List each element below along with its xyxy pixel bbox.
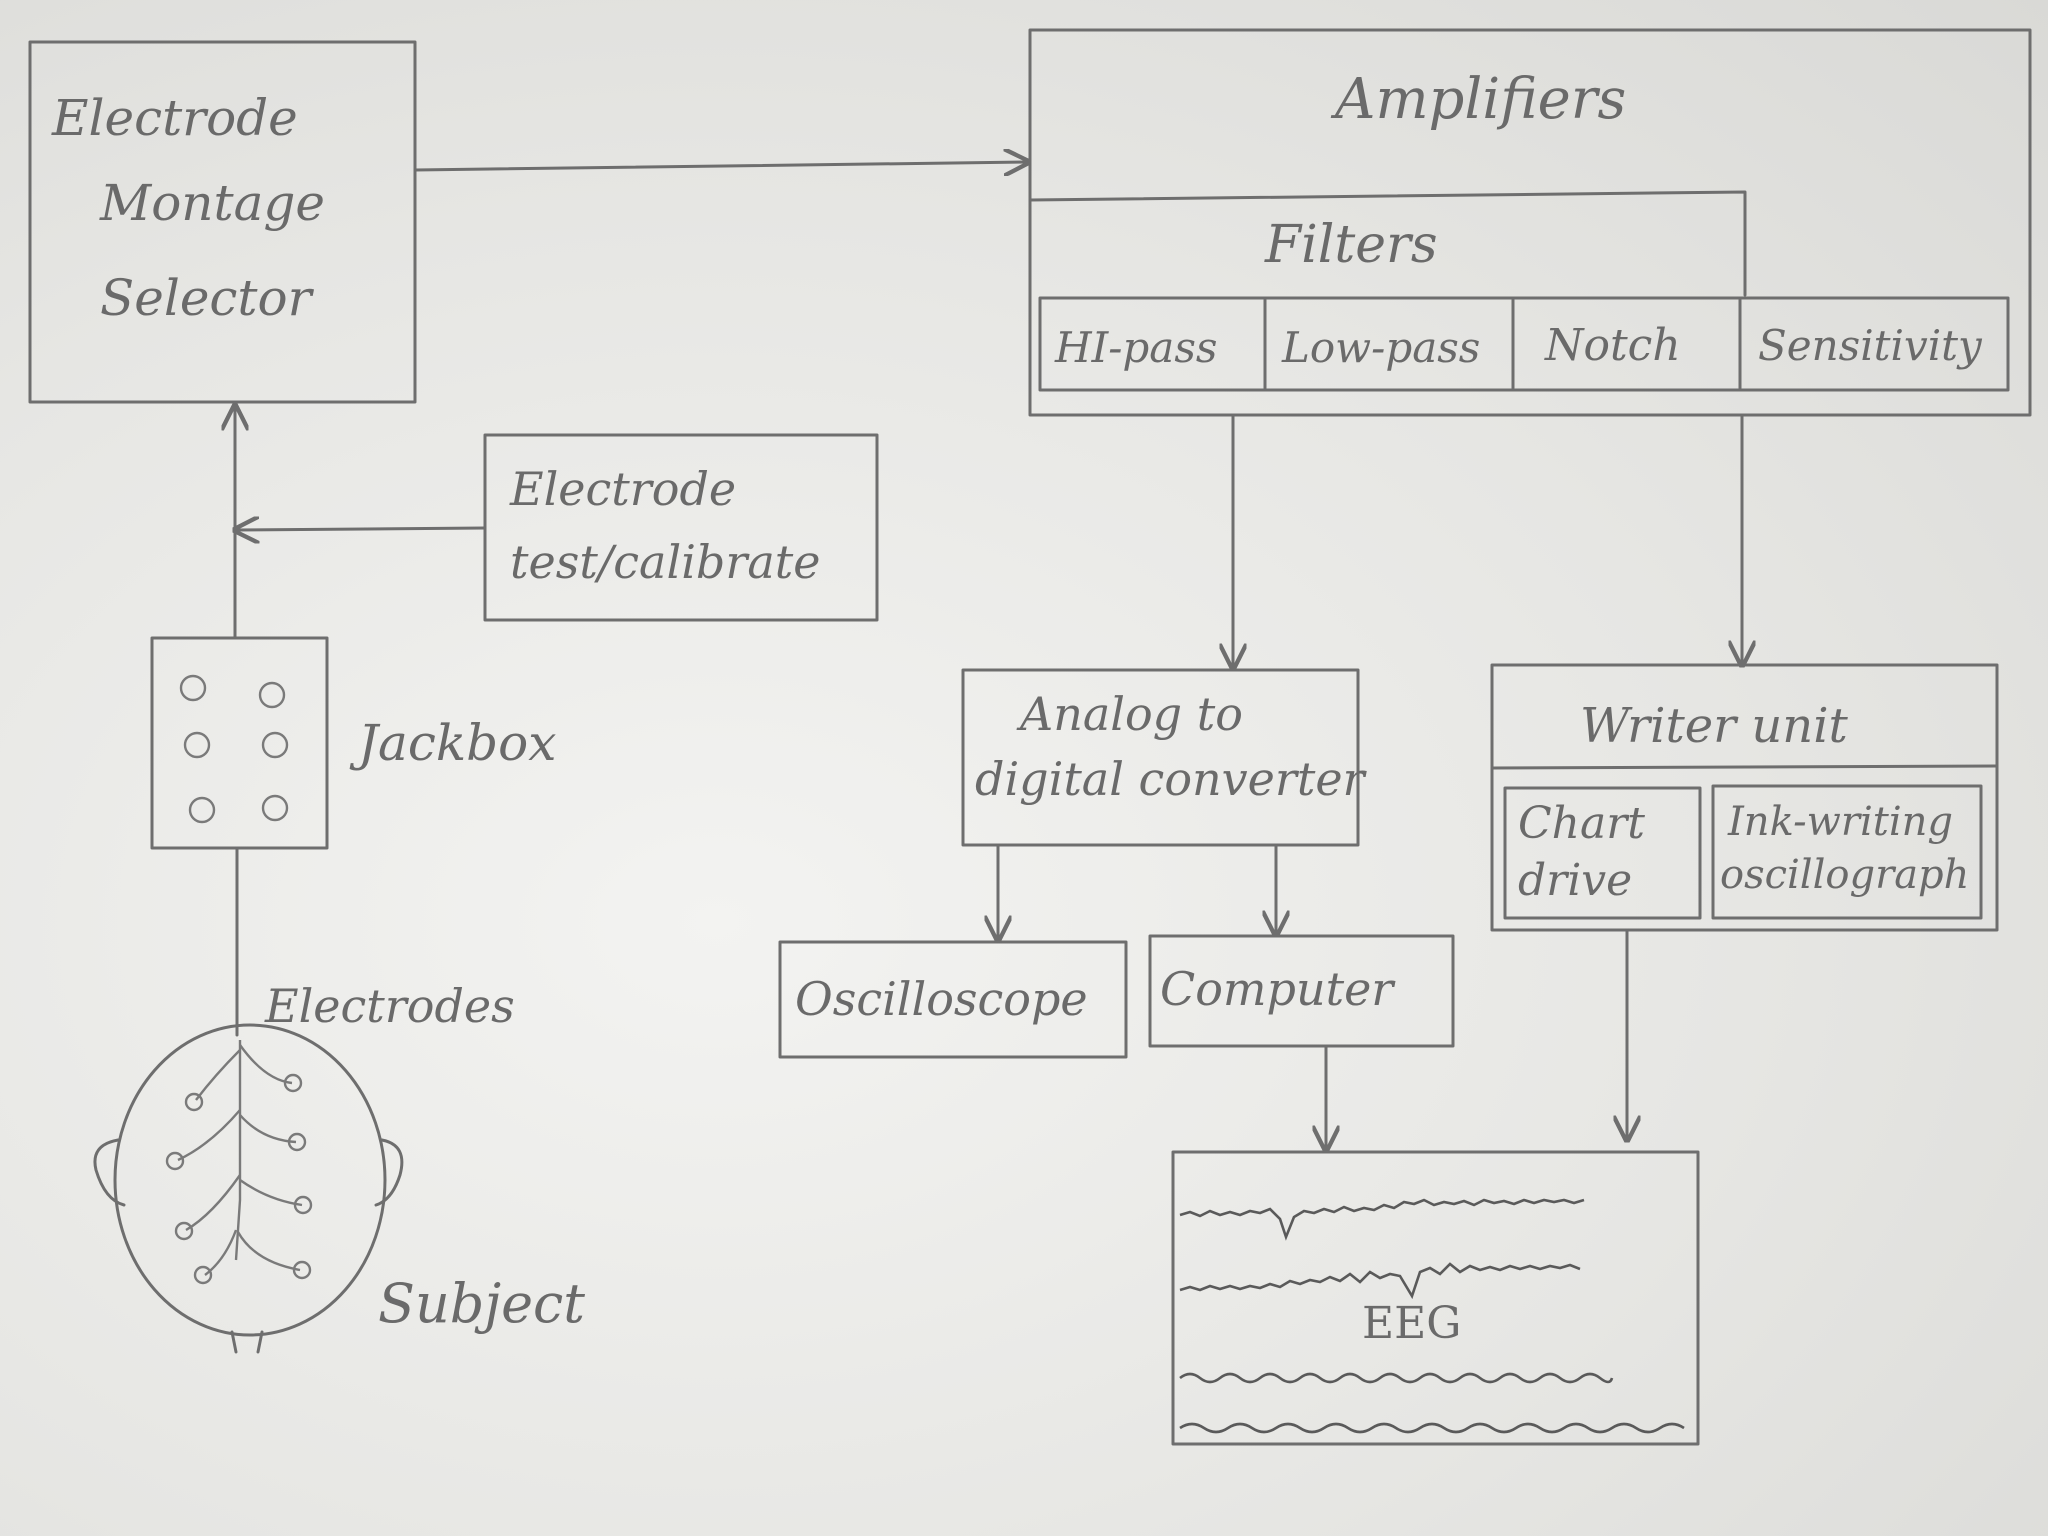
filters-label: Filters xyxy=(1264,215,1438,275)
test-label-line1: Electrode xyxy=(509,462,736,516)
electrode-montage-selector-box: Electrode Montage Selector xyxy=(28,40,417,404)
subject-head-icon xyxy=(93,1023,404,1354)
ink-writing-line1: Ink-writing xyxy=(1727,799,1953,845)
eeg-trace-3 xyxy=(1179,1372,1614,1384)
arrow-test-to-line xyxy=(235,528,487,530)
chart-drive-line2: drive xyxy=(1518,855,1632,906)
eeg-label: EEG xyxy=(1362,1298,1461,1349)
notch-label: Notch xyxy=(1544,320,1681,371)
jackbox-label: Jackbox xyxy=(349,714,556,772)
electrode-test-calibrate-box: Electrode test/calibrate xyxy=(483,433,879,622)
computer-label: Computer xyxy=(1160,962,1396,1016)
amplifiers-label: Amplifiers xyxy=(1330,67,1626,132)
adc-box: Analog to digital converter xyxy=(961,668,1368,847)
arrow-montage-to-amplifiers xyxy=(413,162,1028,170)
adc-label-line2: digital converter xyxy=(975,752,1368,806)
subject-label: Subject xyxy=(378,1272,585,1335)
amplifiers-box: Amplifiers xyxy=(1028,28,2032,417)
eeg-trace-4 xyxy=(1179,1422,1685,1434)
eeg-trace-2 xyxy=(1179,1262,1581,1300)
ink-writing-line2: oscillograph xyxy=(1720,852,1969,898)
computer-box: Computer xyxy=(1148,934,1455,1048)
electrodes-label: Electrodes xyxy=(264,979,515,1033)
sensitivity-label: Sensitivity xyxy=(1758,321,1983,370)
oscilloscope-label: Oscilloscope xyxy=(795,972,1088,1026)
montage-label-line1: Electrode xyxy=(51,89,298,147)
oscilloscope-box: Oscilloscope xyxy=(778,940,1128,1059)
filters-box: Filters xyxy=(1028,190,1747,297)
adc-label-line1: Analog to xyxy=(1016,687,1243,741)
eeg-trace-1 xyxy=(1179,1198,1585,1241)
lowpass-label: Low-pass xyxy=(1281,323,1480,372)
eeg-output-box: EEG xyxy=(1171,1150,1700,1446)
chart-drive-line1: Chart xyxy=(1518,798,1645,849)
writer-label: Writer unit xyxy=(1580,698,1849,754)
filter-row: HI-pass Low-pass Notch Sensitivity xyxy=(1038,296,2010,392)
writer-unit-box: Writer unit Chart drive Ink-writing osci… xyxy=(1490,663,1999,932)
jackbox: Jackbox xyxy=(150,636,556,850)
test-label-line2: test/calibrate xyxy=(510,535,820,589)
montage-label-line2: Montage xyxy=(99,174,325,232)
hipass-label: HI-pass xyxy=(1054,323,1217,372)
montage-label-line3: Selector xyxy=(100,269,315,327)
